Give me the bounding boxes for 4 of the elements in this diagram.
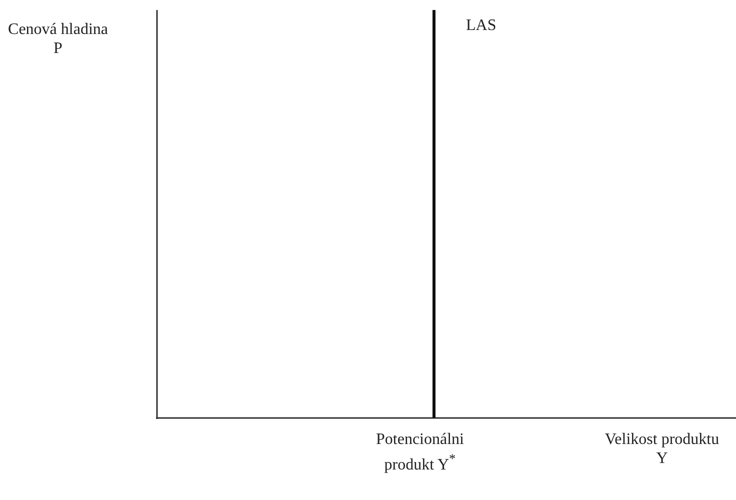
axis-title: Velikost produktu Y [604,430,720,468]
curve-label: LAS [466,16,498,35]
tick-label: Potencionálni produkt Y$^{*}$ [375,430,465,474]
axis-title: Cenová hladina P [7,20,109,58]
